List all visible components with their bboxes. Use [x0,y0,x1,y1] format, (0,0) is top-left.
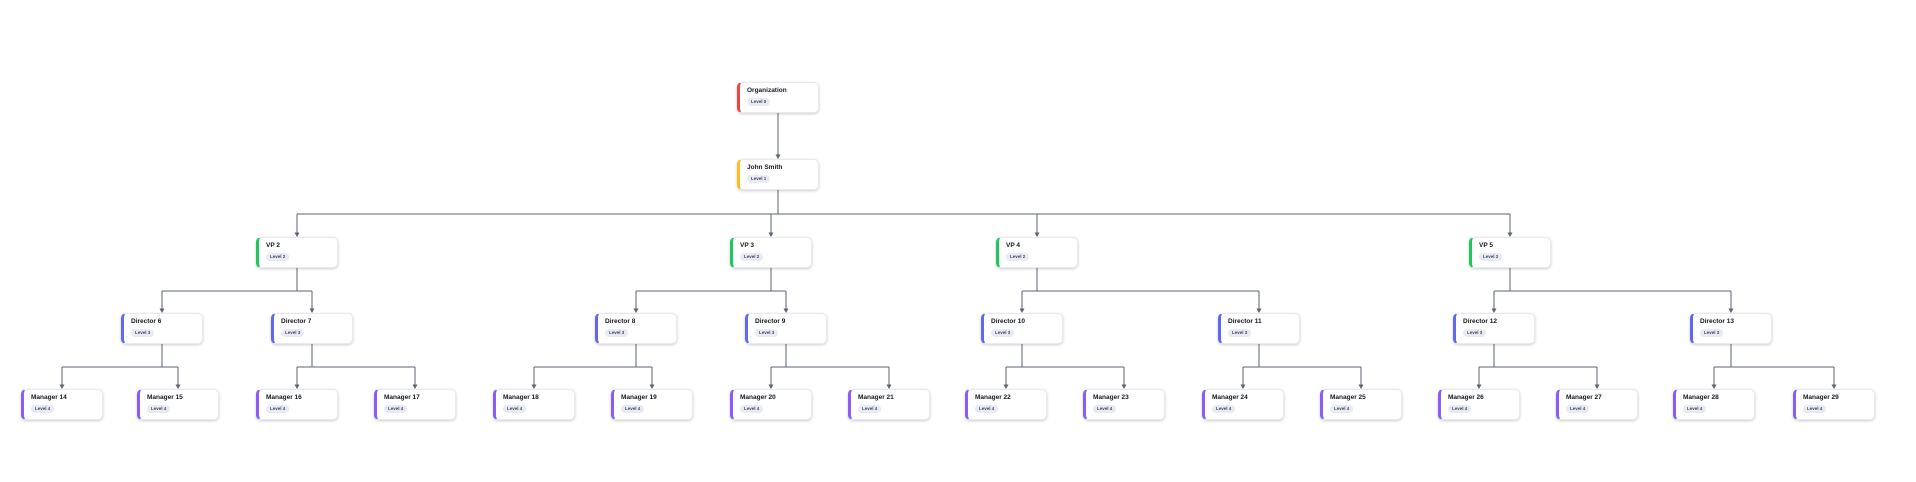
node-title: Organization [747,87,787,94]
node-level-badge: Level 4 [1566,405,1590,413]
org-node-m17[interactable]: Manager 17 Level 4 [374,389,456,420]
node-level-badge: Level 2 [740,253,764,261]
org-node-m16[interactable]: Manager 16 Level 4 [256,389,338,420]
node-title: Manager 14 [31,394,67,401]
node-title: Manager 18 [503,394,539,401]
node-title: Manager 28 [1683,394,1719,401]
node-title: Manager 23 [1093,394,1129,401]
node-level-badge: Level 4 [266,405,290,413]
node-level-badge: Level 3 [1700,329,1724,337]
node-level-badge: Level 3 [1228,329,1252,337]
node-title: Director 10 [991,318,1025,325]
org-node-org[interactable]: Organization Level 0 [737,82,819,113]
node-level-badge: Level 4 [1683,405,1707,413]
node-title: Manager 26 [1448,394,1484,401]
org-node-m15[interactable]: Manager 15 Level 4 [137,389,219,420]
node-level-badge: Level 4 [147,405,171,413]
node-level-badge: Level 4 [31,405,55,413]
org-node-m22[interactable]: Manager 22 Level 4 [965,389,1047,420]
node-title: Manager 29 [1803,394,1839,401]
node-level-badge: Level 4 [621,405,645,413]
org-node-d7[interactable]: Director 7 Level 3 [271,313,353,344]
org-node-m19[interactable]: Manager 19 Level 4 [611,389,693,420]
node-title: VP 2 [266,242,280,249]
org-node-m24[interactable]: Manager 24 Level 4 [1202,389,1284,420]
node-title: VP 5 [1479,242,1493,249]
node-title: Manager 19 [621,394,657,401]
node-level-badge: Level 4 [858,405,882,413]
org-node-m21[interactable]: Manager 21 Level 4 [848,389,930,420]
org-node-vp4[interactable]: VP 4 Level 2 [996,237,1078,268]
node-level-badge: Level 2 [1006,253,1030,261]
node-title: Manager 21 [858,394,894,401]
node-title: Director 9 [755,318,786,325]
node-title: Director 7 [281,318,312,325]
org-node-d12[interactable]: Director 12 Level 3 [1453,313,1535,344]
node-title: Director 11 [1228,318,1262,325]
node-level-badge: Level 4 [1803,405,1827,413]
org-node-john[interactable]: John Smith Level 1 [737,159,819,190]
org-node-d10[interactable]: Director 10 Level 3 [981,313,1063,344]
org-node-m20[interactable]: Manager 20 Level 4 [730,389,812,420]
org-node-m29[interactable]: Manager 29 Level 4 [1793,389,1875,420]
node-level-badge: Level 0 [747,98,771,106]
org-node-vp2[interactable]: VP 2 Level 2 [256,237,338,268]
org-node-m28[interactable]: Manager 28 Level 4 [1673,389,1755,420]
node-level-badge: Level 4 [740,405,764,413]
node-title: VP 3 [740,242,754,249]
org-node-vp5[interactable]: VP 5 Level 2 [1469,237,1551,268]
node-level-badge: Level 3 [605,329,629,337]
node-level-badge: Level 1 [747,175,771,183]
node-level-badge: Level 4 [1330,405,1354,413]
org-node-d9[interactable]: Director 9 Level 3 [745,313,827,344]
node-title: Director 8 [605,318,636,325]
node-level-badge: Level 4 [975,405,999,413]
org-node-vp3[interactable]: VP 3 Level 2 [730,237,812,268]
org-node-m14[interactable]: Manager 14 Level 4 [21,389,103,420]
node-title: Manager 24 [1212,394,1248,401]
org-node-d6[interactable]: Director 6 Level 3 [121,313,203,344]
node-level-badge: Level 3 [281,329,305,337]
node-title: John Smith [747,164,783,171]
node-level-badge: Level 3 [991,329,1015,337]
node-title: Director 6 [131,318,162,325]
node-level-badge: Level 4 [1093,405,1117,413]
org-node-m18[interactable]: Manager 18 Level 4 [493,389,575,420]
node-level-badge: Level 3 [755,329,779,337]
node-level-badge: Level 4 [1212,405,1236,413]
node-title: Manager 16 [266,394,302,401]
node-title: Manager 27 [1566,394,1602,401]
org-node-m23[interactable]: Manager 23 Level 4 [1083,389,1165,420]
node-title: Director 12 [1463,318,1497,325]
node-title: VP 4 [1006,242,1020,249]
node-level-badge: Level 4 [1448,405,1472,413]
node-title: Manager 22 [975,394,1011,401]
node-title: Director 13 [1700,318,1734,325]
node-title: Manager 25 [1330,394,1366,401]
node-title: Manager 20 [740,394,776,401]
org-node-d11[interactable]: Director 11 Level 3 [1218,313,1300,344]
node-level-badge: Level 3 [1463,329,1487,337]
org-node-d8[interactable]: Director 8 Level 3 [595,313,677,344]
node-title: Manager 15 [147,394,183,401]
org-node-m26[interactable]: Manager 26 Level 4 [1438,389,1520,420]
node-level-badge: Level 3 [131,329,155,337]
node-level-badge: Level 2 [266,253,290,261]
org-node-m27[interactable]: Manager 27 Level 4 [1556,389,1638,420]
node-level-badge: Level 4 [384,405,408,413]
node-level-badge: Level 2 [1479,253,1503,261]
org-node-m25[interactable]: Manager 25 Level 4 [1320,389,1402,420]
node-level-badge: Level 4 [503,405,527,413]
node-title: Manager 17 [384,394,420,401]
org-node-d13[interactable]: Director 13 Level 3 [1690,313,1772,344]
